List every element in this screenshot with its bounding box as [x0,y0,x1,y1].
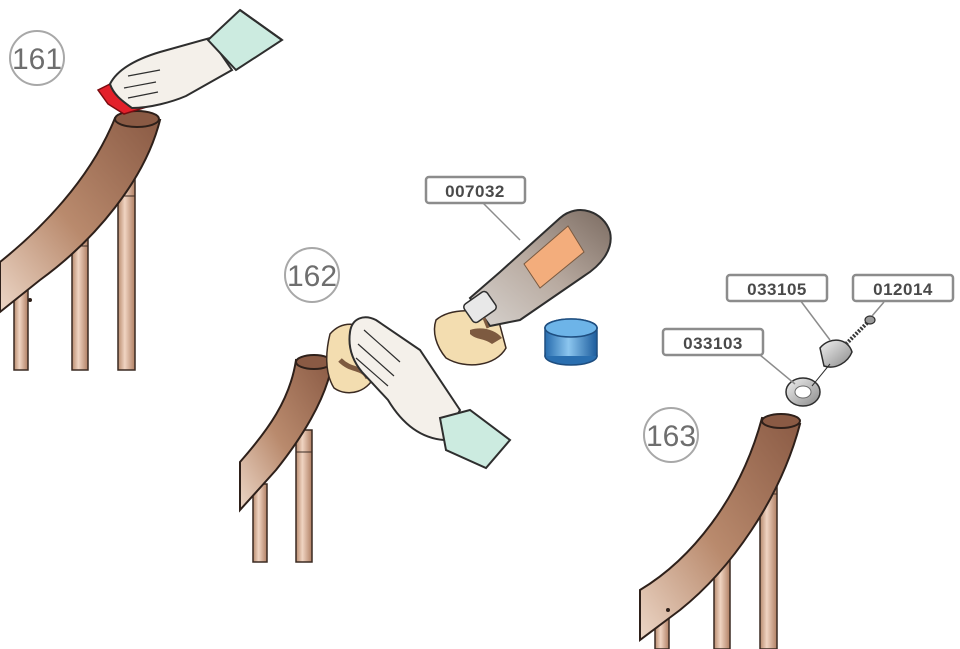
step-161-marker: 161 [10,31,64,85]
part-badge-033103: 033103 [663,329,763,355]
screw [846,316,875,344]
solvent-bottle [462,210,610,328]
sleeve-162 [440,410,510,468]
step-162-label: 162 [287,260,337,293]
handrail-162 [240,360,332,510]
step-161-panel: 161 [0,10,282,370]
part-label-033105: 033105 [747,280,807,299]
leader-033103 [760,355,795,384]
part-badge-033105: 033105 [727,275,827,301]
part-badge-007032: 007032 [426,177,525,203]
step-162-marker: 162 [285,248,339,302]
leader-007032 [482,202,520,240]
leader-012014 [872,302,884,316]
step-163-panel: 033103 033105 012014 163 [640,275,953,649]
assembly-axis [812,364,830,386]
part-label-033103: 033103 [683,334,743,353]
part-label-012014: 012014 [873,280,933,299]
part-badge-012014: 012014 [853,275,953,301]
step-162-panel: 007032 162 [240,177,611,562]
part-label-007032: 007032 [445,182,505,201]
leader-033105 [800,300,830,340]
step-163-marker: 163 [644,408,698,462]
blue-tin [545,319,597,365]
step-161-label: 161 [12,43,62,76]
step-163-label: 163 [646,420,696,453]
